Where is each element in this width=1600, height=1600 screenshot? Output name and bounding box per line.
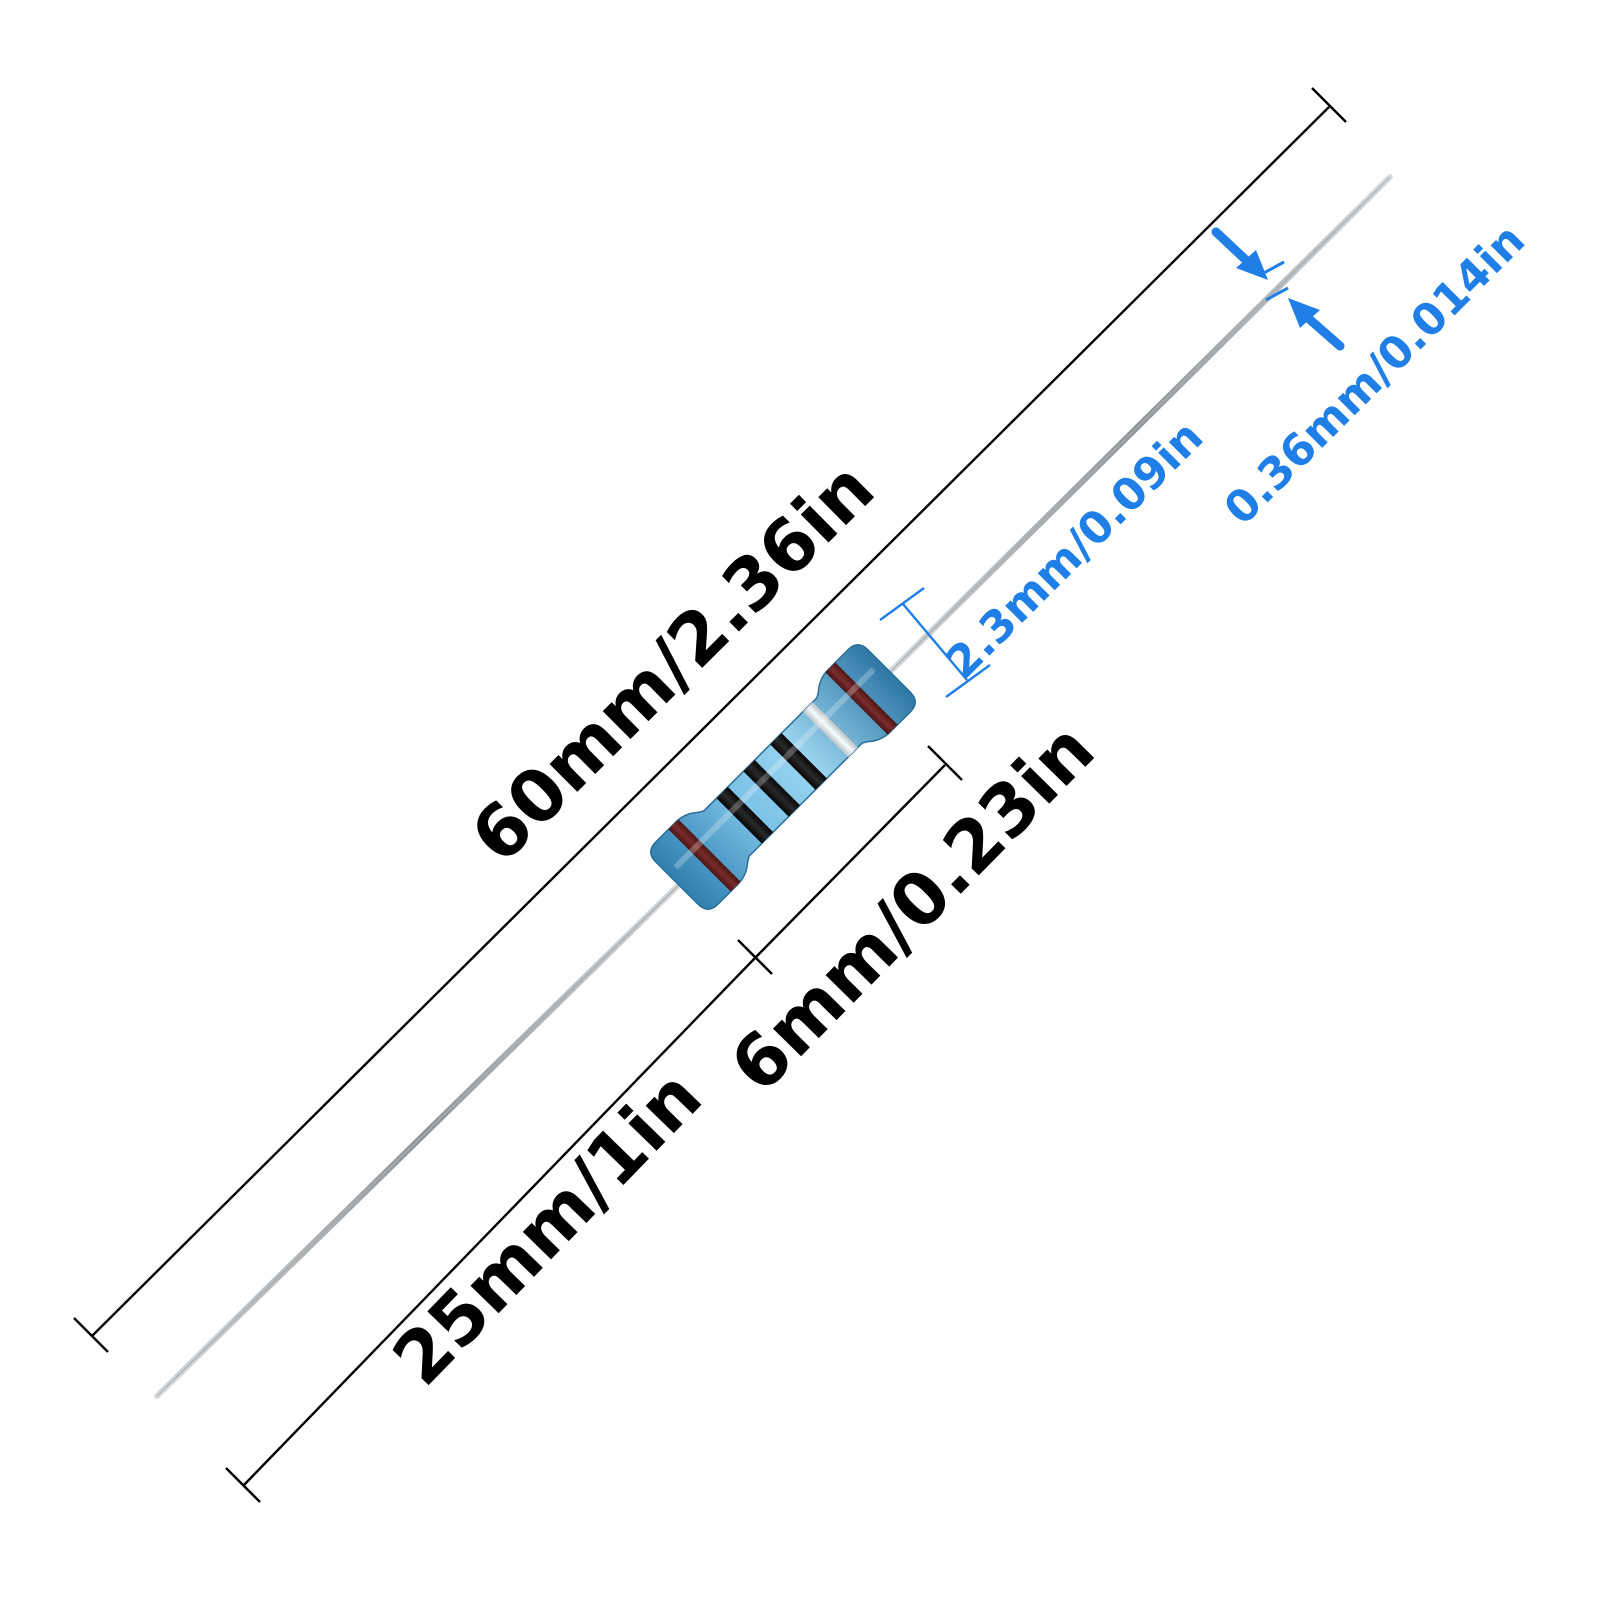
resistor-body <box>650 644 916 910</box>
total-length-dimension: 60mm/2.36in <box>73 87 1347 1353</box>
lower-lead-core <box>156 875 689 1397</box>
lead-length-tick-start <box>225 1467 261 1503</box>
lead-length-line <box>242 957 756 1487</box>
body-diameter-label: 2.3mm/0.09in <box>936 411 1213 688</box>
total-length-tick-start <box>73 1317 109 1353</box>
resistor-casing <box>650 644 916 910</box>
body-diameter-dimension: 2.3mm/0.09in <box>879 411 1213 698</box>
lead-diameter-dimension: 0.36mm/0.014in <box>1211 215 1535 535</box>
band-5-silver <box>802 702 858 758</box>
band-2-black <box>716 786 774 844</box>
band-4-black <box>770 733 827 790</box>
body-length-tick-end <box>927 745 963 781</box>
body-highlight <box>673 667 876 870</box>
arrow-down-icon <box>1211 227 1268 280</box>
lead-diameter-label: 0.36mm/0.014in <box>1215 215 1535 535</box>
body-diameter-line <box>902 603 968 681</box>
lead-length-label: 25mm/1in <box>377 1054 718 1401</box>
band-1-brown <box>668 819 741 892</box>
lead-length-dimension: 25mm/1in <box>225 939 773 1503</box>
upper-lead-core <box>881 176 1391 681</box>
band-3-black <box>743 760 800 817</box>
body-length-line <box>754 764 946 959</box>
resistor-leads <box>154 174 1393 1399</box>
body-diameter-tick-top <box>879 587 925 621</box>
total-length-line <box>91 105 1331 1337</box>
lead-diameter-tick-bottom <box>1265 286 1289 302</box>
total-length-tick-end <box>1311 87 1347 123</box>
lead-diameter-tick-top <box>1261 260 1285 276</box>
total-length-label: 60mm/2.36in <box>455 446 890 879</box>
arrow-up-icon <box>1288 298 1345 351</box>
band-6-brown <box>825 662 898 735</box>
body-diameter-tick-bottom <box>945 664 991 698</box>
